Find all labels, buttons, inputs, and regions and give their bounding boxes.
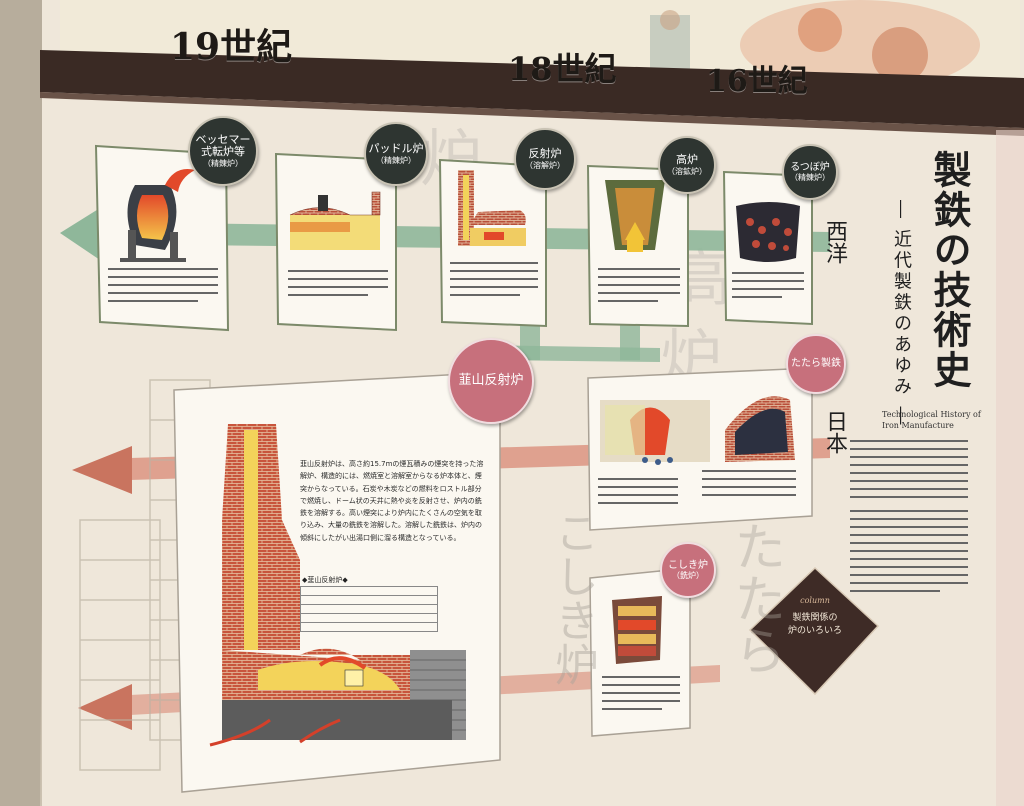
badge-puddle: パッドル炉 （精錬炉）: [364, 122, 428, 186]
badge-crucible-name: るつぼ炉: [790, 161, 830, 173]
watermark-koshiki: こしき炉: [547, 510, 598, 686]
region-label-west: 西洋: [822, 220, 847, 264]
badge-bessemer-name: ベッセマー式転炉等: [195, 132, 251, 159]
badge-crucible-type: （精錬炉）: [790, 173, 830, 183]
column-diamond: [748, 566, 880, 696]
badge-koshiki: こしき炉 （銑炉）: [660, 542, 716, 598]
panel-subtitle: ― 近代製鉄のあゆみ ―: [891, 200, 912, 428]
badge-blast-furnace-type: （溶鉱炉）: [667, 166, 707, 176]
card-tatara: [587, 367, 813, 531]
case-frame-left: [0, 0, 48, 806]
badge-nirayama-title: 韮山反射炉: [458, 372, 524, 388]
nirayama-spec-table: [300, 586, 438, 632]
era-label-19th-century: 19世紀: [170, 26, 293, 68]
badge-koshiki-name: こしき炉: [668, 559, 708, 571]
panel-english-title-line2: Iron Manufacture: [882, 421, 954, 430]
ukiyoe-illustration: [650, 0, 980, 90]
card-reverberatory: [438, 158, 547, 328]
badge-tatara-name: たたら製鉄: [791, 358, 841, 370]
badge-blast-furnace: 高炉 （溶鉱炉）: [658, 136, 716, 194]
column-label: column: [800, 596, 830, 605]
badge-blast-furnace-name: 高炉: [676, 153, 698, 167]
era-label-18th-century: 18世紀: [508, 50, 617, 88]
panel-english-title-line1: Technological History of: [882, 410, 981, 419]
watermark-tatara: たたら: [725, 520, 785, 676]
panel-title: 製鉄の技術史: [927, 150, 972, 390]
badge-bessemer-type: （精錬炉）: [203, 159, 243, 169]
card-puddle: [274, 152, 397, 332]
era-label-16th-century: 16世紀: [706, 64, 808, 99]
card-blast-furnace: [586, 164, 689, 328]
column-title-line2: 炉のいろいろ: [787, 626, 842, 636]
region-label-japan: 日本: [822, 410, 847, 454]
badge-bessemer: ベッセマー式転炉等 （精錬炉）: [188, 116, 258, 186]
badge-koshiki-type: （銑炉）: [672, 571, 704, 581]
card-nirayama: [173, 371, 501, 793]
badge-puddle-name: パッドル炉: [368, 142, 424, 156]
badge-tatara: たたら製鉄: [786, 334, 846, 394]
badge-reverberatory: 反射炉 （溶解炉）: [514, 128, 576, 190]
badge-reverberatory-type: （溶解炉）: [525, 160, 565, 170]
timeline-beam: [40, 50, 1024, 128]
card-koshiki: [589, 567, 691, 737]
nirayama-spec-heading: ◆韮山反射炉◆: [302, 576, 348, 584]
card-crucible: [722, 170, 813, 326]
badge-puddle-type: （精錬炉）: [376, 155, 416, 165]
badge-crucible: るつぼ炉 （精錬炉）: [782, 144, 838, 200]
column-title-line1: 製鉄関係の: [792, 613, 838, 623]
badge-reverberatory-name: 反射炉: [528, 147, 562, 161]
card-bessemer: [94, 144, 230, 332]
badge-nirayama: 韮山反射炉: [448, 338, 534, 424]
nirayama-body: 韮山反射炉は、高さ約15.7mの煙瓦積みの煙突を持った溶解炉、構造的には、燃焼室…: [300, 460, 484, 542]
right-panel-body-lines: [850, 440, 968, 592]
